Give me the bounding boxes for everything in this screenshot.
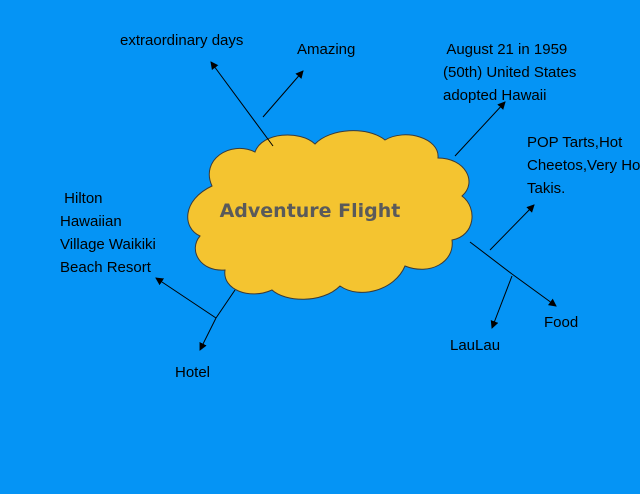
node-hotel: Hotel <box>175 364 211 381</box>
line-food-branch <box>469 241 513 275</box>
node-amazing: Amazing <box>297 41 356 58</box>
arrow-extraordinary <box>210 61 274 147</box>
node-laulau: LauLau <box>450 337 501 354</box>
arrow-pop <box>489 204 535 251</box>
arrow-august <box>454 101 506 157</box>
cloud-shape <box>187 130 473 300</box>
line-hotel-branch <box>215 289 236 319</box>
arrow-hotel <box>199 317 217 351</box>
cloud-outline <box>187 130 473 300</box>
arrow-amazing <box>262 70 304 118</box>
node-hilton-resort: Hilton Hawaiian Village Waikiki Beach Re… <box>60 190 156 276</box>
node-food: Food <box>544 314 579 331</box>
arrow-food <box>511 273 557 307</box>
node-extraordinary-days: extraordinary days <box>120 32 244 49</box>
arrow-laulau <box>490 275 513 329</box>
node-august-1959: August 21 in 1959 (50th) United States a… <box>443 41 577 104</box>
node-pop-tarts: POP Tarts,Hot Cheetos,Very Hot Takis. <box>527 134 640 197</box>
connectors <box>155 61 557 351</box>
arrow-hilton <box>155 277 217 319</box>
cloud-title: Adventure Flight <box>220 200 401 222</box>
